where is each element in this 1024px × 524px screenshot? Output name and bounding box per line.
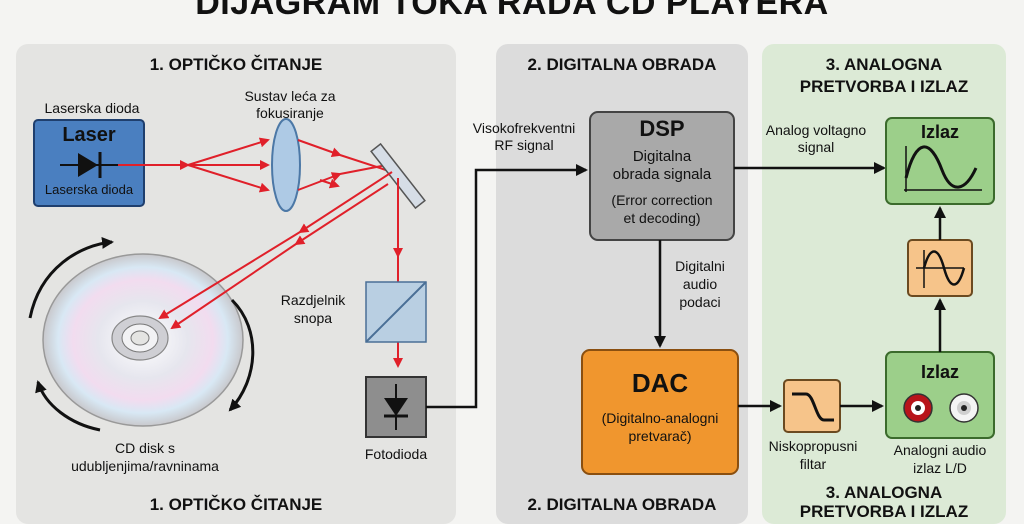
jack-label-line1: Analogni audio: [893, 442, 987, 458]
rotation-arrow-top: [28, 236, 114, 319]
digital-audio-label-line3: podaci: [679, 294, 721, 310]
rf-signal-label-line2: RF signal: [494, 137, 554, 153]
photodiode-symbol: [384, 384, 408, 430]
lens-label-line1: Sustav leća za: [244, 88, 336, 104]
dsp-line4: et decoding): [623, 210, 701, 226]
dsp-box: [589, 111, 735, 241]
rotation-arrow-right: [228, 298, 255, 412]
dac-title: DAC: [631, 368, 689, 398]
dac-line2: pretvarač): [628, 428, 692, 444]
filter-label-line2: filtar: [799, 456, 827, 472]
digital-section-footer: 2. DIGITALNA OBRADA: [527, 495, 717, 514]
disc-label-line1: CD disk s: [115, 440, 175, 456]
mirror: [370, 142, 426, 210]
dsp-line1: Digitalna: [632, 148, 692, 165]
focusing-lens: [271, 118, 301, 212]
analog-section-footer-line1: 3. ANALOGNA: [825, 483, 943, 502]
diagram-drawing: [28, 111, 995, 475]
digital-audio-label-line2: audio: [682, 276, 718, 292]
beam-splitter: [365, 281, 427, 343]
splitter-label-line1: Razdjelnik: [280, 292, 346, 308]
laser-diode-symbol: [60, 152, 118, 178]
digital-section-title: 2. DIGITALNA OBRADA: [527, 55, 717, 74]
rf-signal-arrow: [426, 164, 588, 409]
dsp-title: DSP: [639, 116, 685, 141]
filter-label-line1: Niskopropusni: [768, 438, 858, 454]
rf-signal-label-line1: Visokofrekventni: [472, 120, 576, 136]
laser-title: Laser: [62, 124, 116, 146]
jack-label-line2: izlaz L/D: [913, 460, 967, 476]
output-top-title: Izlaz: [920, 122, 959, 142]
digital-audio-label-line1: Digitalni: [675, 258, 725, 274]
laser-box-sublabel: Laserska dioda: [44, 182, 134, 197]
lowpass-curve: [792, 392, 834, 422]
optical-section-title: 1. OPTIČKO ČITANJE: [149, 55, 323, 74]
photodiode-label: Fotodioda: [364, 446, 428, 462]
analog-voltage-label-line1: Analog voltagno: [765, 122, 867, 138]
disc-label-line2: udubljenjima/ravninama: [71, 458, 219, 474]
rca-jack-white-icon: [949, 393, 979, 423]
cd-disc: [42, 253, 244, 427]
analog-section-title-line2: PRETVORBA I IZLAZ: [799, 77, 969, 96]
lens-label-line2: fokusiranje: [256, 105, 324, 121]
optical-section-footer: 1. OPTIČKO ČITANJE: [149, 495, 323, 514]
dsp-line2: obrada signala: [612, 166, 712, 183]
rotation-arrow-bottom: [35, 380, 101, 432]
rca-jack-red-icon: [903, 393, 933, 423]
dsp-line3: (Error correction: [611, 192, 713, 208]
splitter-label-line2: snopa: [293, 310, 333, 326]
laser-diode-label: Laserska dioda: [44, 100, 140, 116]
analog-section-title-line1: 3. ANALOGNA: [825, 55, 943, 74]
diagram-title: DIJAGRAM TOKA RADA CD PLAYERA: [195, 0, 829, 22]
dac-line1: (Digitalno-analogni: [601, 410, 719, 426]
analog-voltage-label-line2: signal: [797, 139, 835, 155]
output-bottom-title: Izlaz: [920, 362, 959, 382]
dac-box: [581, 349, 739, 475]
filter-box: [783, 379, 841, 433]
